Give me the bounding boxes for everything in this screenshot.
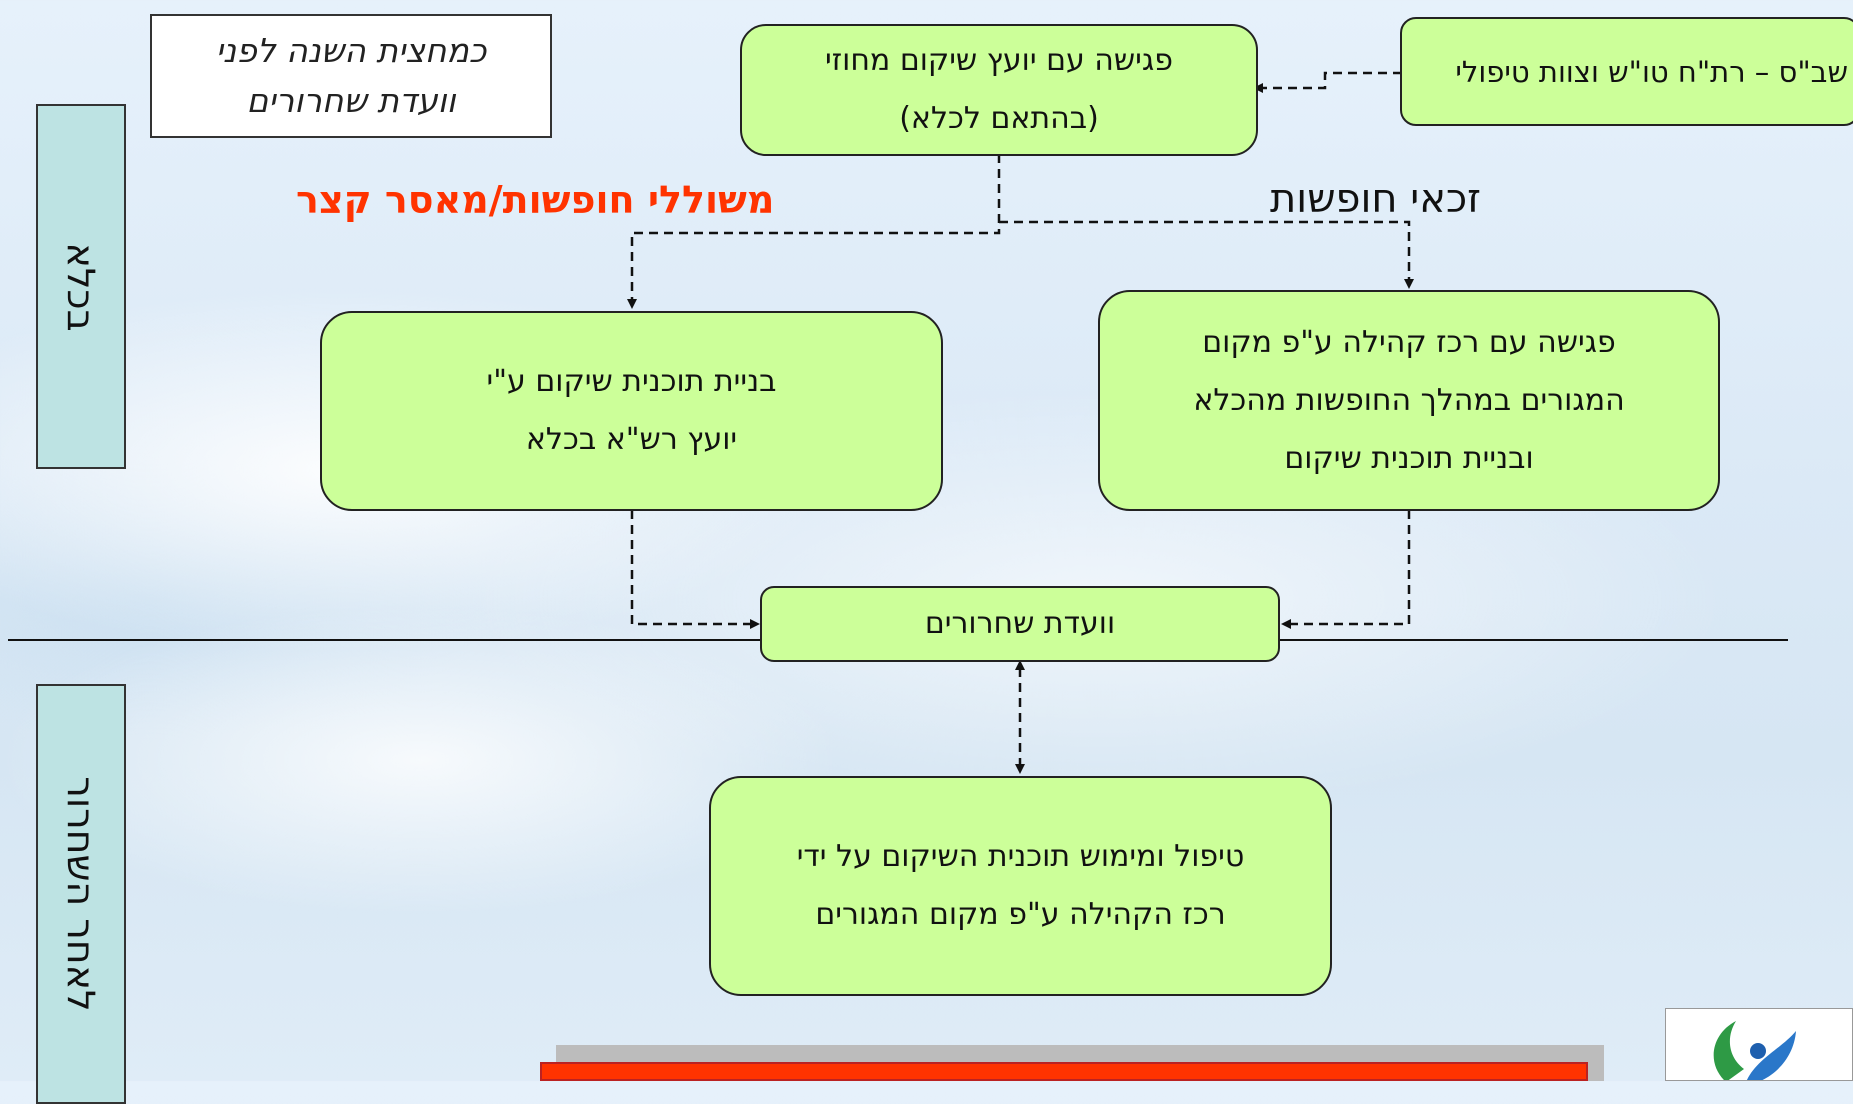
community-meeting-box: פגישה עם רכז קהילה ע"פ מקום המגורים במהל… bbox=[1098, 290, 1720, 511]
excluded-branch-label: משוללי חופשות/מאסר קצר bbox=[296, 178, 775, 222]
organization-logo-icon bbox=[1665, 1008, 1853, 1081]
side-label-in-prison: בכלא bbox=[36, 104, 126, 469]
connector-arrows bbox=[627, 71, 1414, 774]
community-meeting-text: פגישה עם רכז קהילה ע"פ מקום המגורים במהל… bbox=[1193, 324, 1625, 476]
side-label-after-release: לאחר השחרור bbox=[36, 684, 126, 1104]
meeting-consultant-text: פגישה עם יועץ שיקום מחוזי (בהתאם לכלא) bbox=[825, 43, 1173, 136]
treatment-text: טיפול ומימוש תוכנית השיקום על ידי רכז הק… bbox=[796, 839, 1245, 932]
eligible-branch-label: זכאי חופשות bbox=[1270, 176, 1481, 222]
timing-note-text: כמחצית השנה לפני וועדת שחרורים bbox=[215, 31, 487, 120]
build-plan-box: בניית תוכנית שיקום ע"י יועץ רש"א בכלא bbox=[320, 311, 943, 511]
side-label-in-prison-text: בכלא bbox=[59, 241, 103, 332]
release-committee-text: וועדת שחרורים bbox=[924, 606, 1116, 641]
bottom-title-bar bbox=[540, 1062, 1588, 1081]
prison-service-team-box: שב"ס – רת"ח טו"ש וצוות טיפולי bbox=[1400, 17, 1853, 126]
release-committee-box: וועדת שחרורים bbox=[760, 586, 1280, 662]
treatment-box: טיפול ומימוש תוכנית השיקום על ידי רכז הק… bbox=[709, 776, 1332, 996]
build-plan-text: בניית תוכנית שיקום ע"י יועץ רש"א בכלא bbox=[486, 364, 777, 457]
side-label-after-release-text: לאחר השחרור bbox=[59, 776, 103, 1012]
meeting-consultant-box: פגישה עם יועץ שיקום מחוזי (בהתאם לכלא) bbox=[740, 24, 1258, 156]
prison-service-team-text: שב"ס – רת"ח טו"ש וצוות טיפולי bbox=[1455, 54, 1848, 89]
timing-note: כמחצית השנה לפני וועדת שחרורים bbox=[150, 14, 552, 138]
